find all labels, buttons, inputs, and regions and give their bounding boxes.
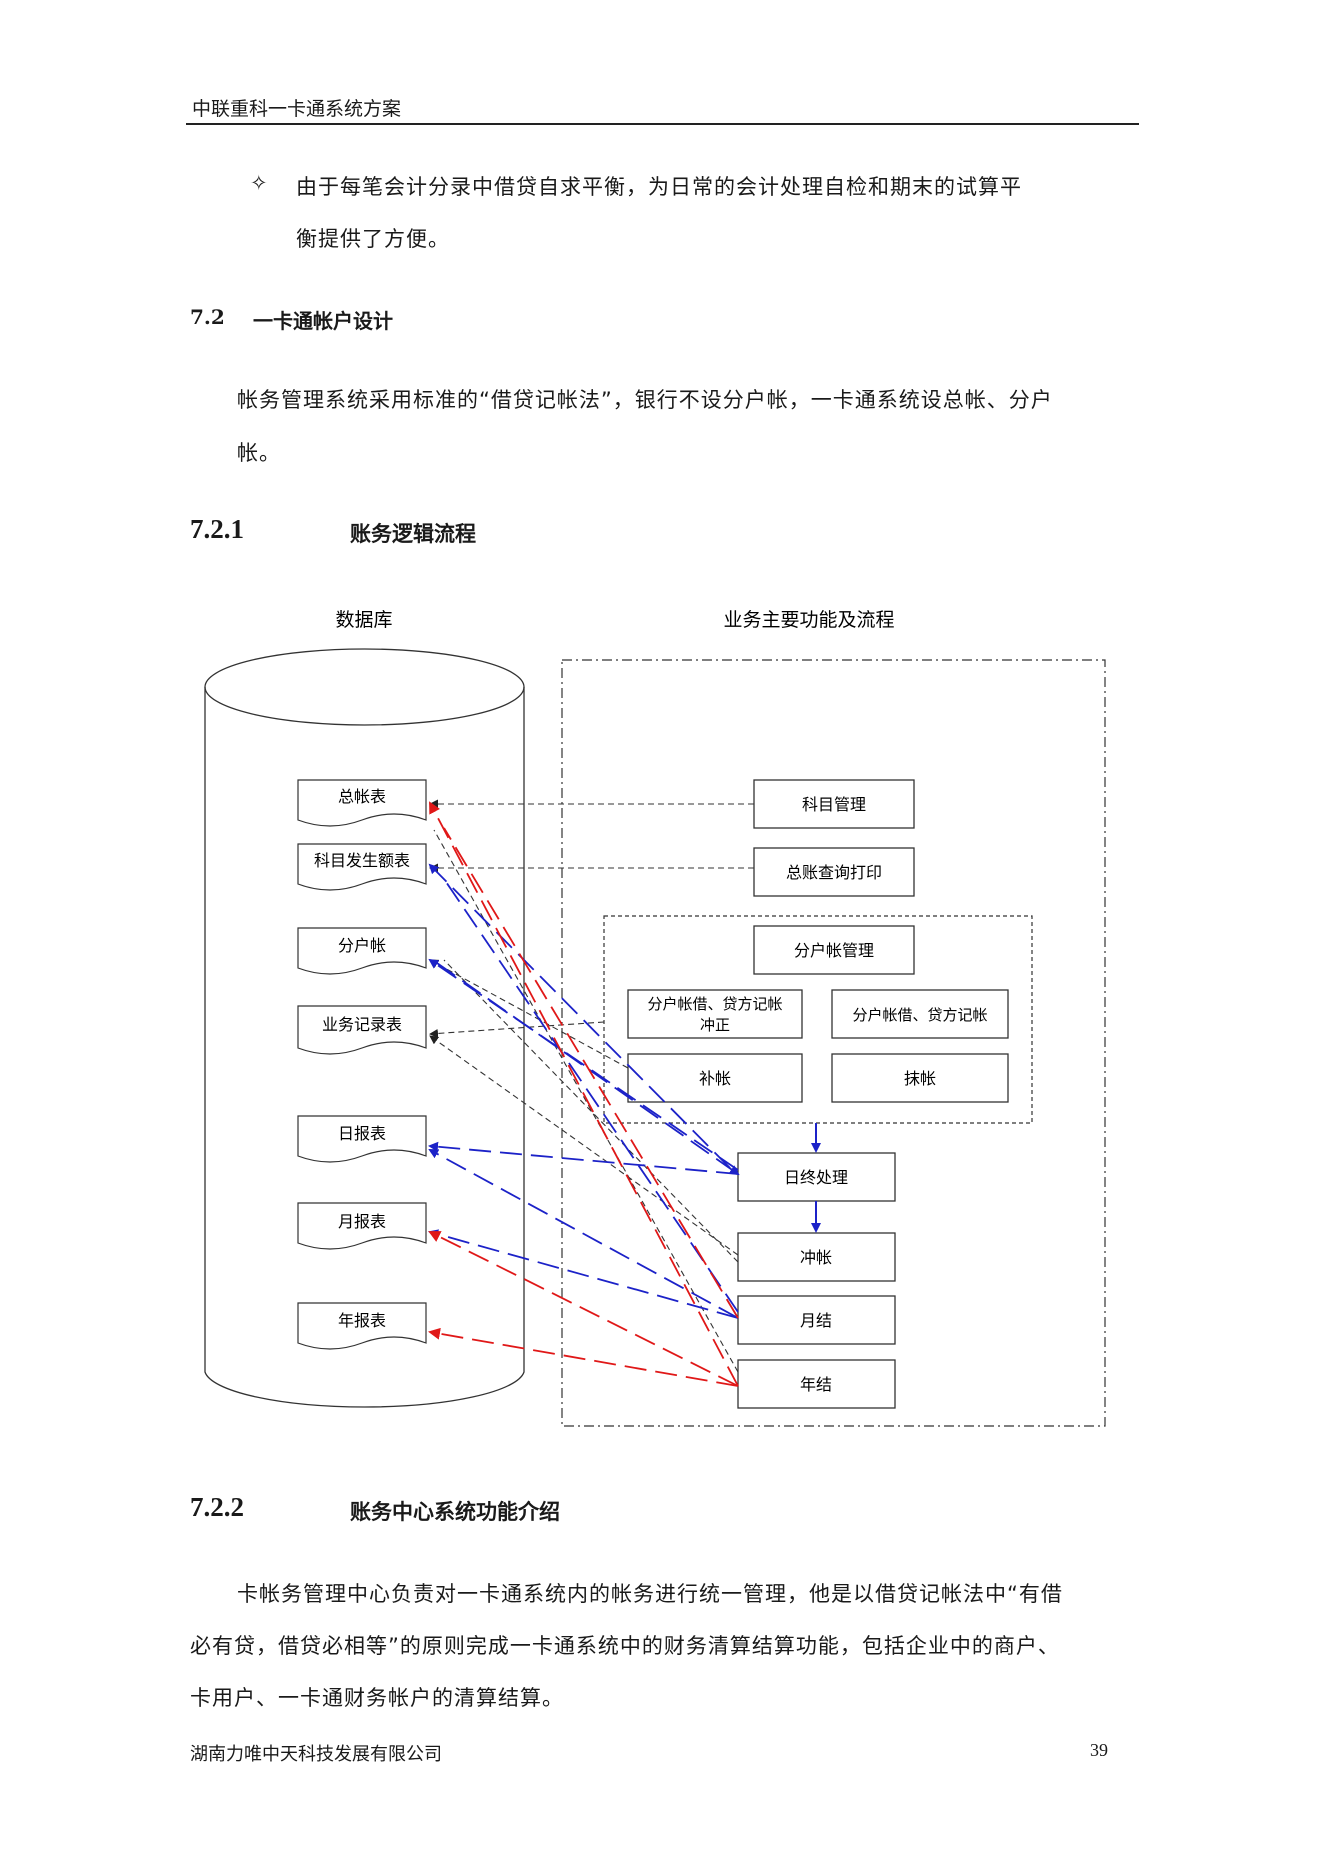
box-subject-management: 科目管理 xyxy=(753,779,915,829)
table-annual-report: 年报表 xyxy=(297,1302,427,1350)
box-month-end: 月结 xyxy=(737,1295,896,1345)
section-number-7-2-2: 7.2.2 xyxy=(190,1492,244,1522)
box-debit-credit: 分户帐借、贷方记帐 xyxy=(831,989,1009,1039)
box-supplement: 补帐 xyxy=(627,1053,803,1103)
section-number-7-2-1: 7.2.1 xyxy=(190,514,244,544)
paragraph-2-line-1: 卡帐务管理中心负责对一卡通系统内的帐务进行统一管理，他是以借贷记帐法中“有借 xyxy=(237,1582,1063,1606)
svg-text:冲正: 冲正 xyxy=(700,1016,730,1034)
paragraph-2-line-3: 卡用户、一卡通财务帐户的清算结算。 xyxy=(190,1686,564,1710)
table-label-monthly-report: 月报表 xyxy=(338,1212,386,1231)
blue-dashed-arrows xyxy=(428,863,740,1319)
table-label-daily-report: 日报表 xyxy=(338,1124,386,1143)
table-label-subject-amount: 科目发生额表 xyxy=(314,851,410,870)
box-erase: 抹帐 xyxy=(831,1053,1009,1103)
box-sub-account-management: 分户帐管理 xyxy=(753,925,915,975)
red-dashed-arrows xyxy=(428,801,739,1387)
svg-text:月结: 月结 xyxy=(800,1311,832,1330)
paragraph-1-line-1: 帐务管理系统采用标准的“借贷记帐法”，银行不设分户帐，一卡通系统设总帐、分户 xyxy=(237,388,1053,412)
svg-text:分户帐借、贷方记帐: 分户帐借、贷方记帐 xyxy=(852,1006,987,1024)
svg-text:科目管理: 科目管理 xyxy=(802,795,866,814)
svg-text:抹帐: 抹帐 xyxy=(904,1069,936,1088)
table-general-ledger: 总帐表 xyxy=(297,779,427,827)
table-label-business-record: 业务记录表 xyxy=(322,1015,402,1034)
paragraph-2-line-2: 必有贷，借贷必相等”的原则完成一卡通系统中的财务清算结算功能，包括企业中的商户、 xyxy=(190,1634,1060,1658)
svg-text:年结: 年结 xyxy=(800,1375,832,1394)
business-function-frame xyxy=(561,659,1106,1427)
svg-text:总账查询打印: 总账查询打印 xyxy=(786,863,882,882)
section-title-7-2: 一卡通帐户设计 xyxy=(253,309,393,333)
sub-account-group-frame xyxy=(603,915,1033,1124)
table-sub-account: 分户帐 xyxy=(297,927,427,975)
section-number-7-2: 7.2 xyxy=(190,305,225,329)
table-daily-report: 日报表 xyxy=(297,1115,427,1163)
box-reverse: 冲帐 xyxy=(737,1232,896,1282)
table-subject-amount: 科目发生额表 xyxy=(297,843,427,891)
header-rule xyxy=(186,123,1139,125)
section-title-7-2-2: 账务中心系统功能介绍 xyxy=(350,1500,560,1524)
table-label-general-ledger: 总帐表 xyxy=(338,787,386,806)
table-monthly-report: 月报表 xyxy=(297,1202,427,1250)
flow-label: 业务主要功能及流程 xyxy=(723,609,894,631)
box-end-of-day: 日终处理 xyxy=(737,1152,896,1202)
svg-text:冲帐: 冲帐 xyxy=(800,1248,832,1267)
box-ledger-query-print: 总账查询打印 xyxy=(753,847,915,897)
svg-text:补帐: 补帐 xyxy=(699,1069,731,1088)
svg-text:分户帐借、贷方记帐: 分户帐借、贷方记帐 xyxy=(647,995,782,1013)
table-label-annual-report: 年报表 xyxy=(338,1311,386,1330)
bullet-line-2: 衡提供了方便。 xyxy=(296,227,450,251)
footer-company: 湖南力唯中天科技发展有限公司 xyxy=(190,1744,442,1765)
running-header: 中联重科一卡通系统方案 xyxy=(192,98,402,120)
paragraph-1-line-2: 帐。 xyxy=(237,441,281,465)
svg-text:分户帐管理: 分户帐管理 xyxy=(794,941,874,960)
section-title-7-2-1: 账务逻辑流程 xyxy=(350,522,476,546)
table-business-record: 业务记录表 xyxy=(297,1005,427,1055)
box-year-end: 年结 xyxy=(737,1359,896,1409)
bullet-icon: ✧ xyxy=(250,171,268,195)
database-cylinder xyxy=(204,648,525,1408)
box-debit-credit-reverse: 分户帐借、贷方记帐 冲正 xyxy=(627,989,803,1039)
page-number: 39 xyxy=(1090,1740,1108,1760)
gray-dashed-arrows xyxy=(429,799,754,1373)
table-label-sub-account: 分户帐 xyxy=(338,936,386,955)
bullet-line-1: 由于每笔会计分录中借贷自求平衡，为日常的会计处理自检和期末的试算平 xyxy=(296,175,1022,199)
database-label: 数据库 xyxy=(335,609,392,631)
svg-text:日终处理: 日终处理 xyxy=(784,1168,848,1187)
